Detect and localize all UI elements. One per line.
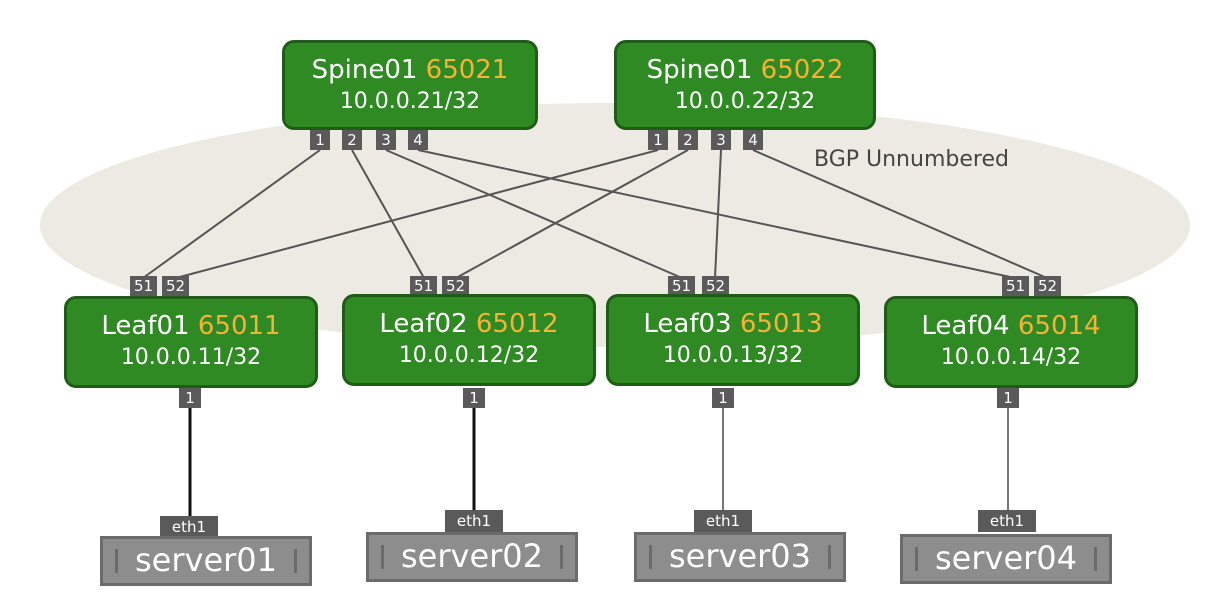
spine1-port-4: 4 xyxy=(408,130,428,150)
bgp-unnumbered-area xyxy=(40,103,1190,347)
link-spine1-p2-leaf2 xyxy=(351,149,425,279)
link-spine1-p3-leaf3 xyxy=(385,149,683,279)
leaf-ip: 10.0.0.14/32 xyxy=(940,345,1082,370)
leaf3-port-51: 51 xyxy=(668,276,695,296)
spine1-port-2: 2 xyxy=(342,130,362,150)
server-node-3[interactable]: server03 xyxy=(634,532,846,582)
leaf-title: Leaf02 65012 xyxy=(379,309,559,339)
spine2-port-2: 2 xyxy=(678,130,698,150)
spine-node-2[interactable]: Spine01 65022 10.0.0.22/32 xyxy=(614,40,876,130)
leaf-ip: 10.0.0.12/32 xyxy=(398,343,540,368)
leaf-asn: 65011 xyxy=(197,311,281,341)
leaf-asn: 65014 xyxy=(1017,311,1101,341)
spine1-port-1: 1 xyxy=(310,130,330,150)
leaf-node-1[interactable]: Leaf01 65011 10.0.0.11/32 xyxy=(64,296,318,388)
leaf4-port-51: 51 xyxy=(1002,276,1029,296)
server-node-4[interactable]: server04 xyxy=(900,534,1112,584)
leaf4-port-52: 52 xyxy=(1034,276,1061,296)
leaf-asn: 65013 xyxy=(739,309,823,339)
leaf-node-2[interactable]: Leaf02 65012 10.0.0.12/32 xyxy=(342,294,596,386)
leaf-node-3[interactable]: Leaf03 65013 10.0.0.13/32 xyxy=(606,294,860,386)
spine1-port-3: 3 xyxy=(376,130,396,150)
link-spine2-p1-leaf1 xyxy=(175,149,659,279)
spine-title: Spine01 65021 xyxy=(311,55,509,85)
spine-asn: 65021 xyxy=(425,55,509,85)
leaf-ip: 10.0.0.13/32 xyxy=(662,343,804,368)
spine-node-1[interactable]: Spine01 65021 10.0.0.21/32 xyxy=(282,40,538,130)
link-spine2-p2-leaf2 xyxy=(455,149,689,279)
server-node-2[interactable]: server02 xyxy=(366,532,578,582)
server4-port-eth1: eth1 xyxy=(978,510,1036,532)
spine-asn: 65022 xyxy=(760,55,844,85)
leaf2-port-51: 51 xyxy=(410,276,437,296)
server1-port-eth1: eth1 xyxy=(160,516,218,538)
leaf1-port-1: 1 xyxy=(179,388,201,408)
leaf4-port-1: 1 xyxy=(997,388,1019,408)
spine2-port-4: 4 xyxy=(743,130,763,150)
leaf-ip: 10.0.0.11/32 xyxy=(120,345,262,370)
leaf1-port-52: 52 xyxy=(162,276,189,296)
link-spine1-p1-leaf1 xyxy=(142,149,321,279)
leaf-title: Leaf04 65014 xyxy=(921,311,1101,341)
leaf-node-4[interactable]: Leaf04 65014 10.0.0.14/32 xyxy=(884,296,1138,388)
leaf-title: Leaf03 65013 xyxy=(643,309,823,339)
spine-title: Spine01 65022 xyxy=(646,55,844,85)
server2-port-eth1: eth1 xyxy=(445,510,503,532)
spine-ip: 10.0.0.22/32 xyxy=(674,89,816,114)
leaf3-port-52: 52 xyxy=(702,276,729,296)
bgp-unnumbered-label: BGP Unnumbered xyxy=(814,147,1009,172)
link-spine2-p3-leaf3 xyxy=(714,149,722,279)
leaf3-port-1: 1 xyxy=(712,388,734,408)
spine-ip: 10.0.0.21/32 xyxy=(339,89,481,114)
leaf2-port-1: 1 xyxy=(463,388,485,408)
leaf-title: Leaf01 65011 xyxy=(101,311,281,341)
link-spine2-p4-leaf4 xyxy=(752,149,1048,279)
spine2-port-3: 3 xyxy=(711,130,731,150)
spine2-port-1: 1 xyxy=(648,130,668,150)
leaf1-port-51: 51 xyxy=(130,276,157,296)
server3-port-eth1: eth1 xyxy=(694,510,752,532)
server-node-1[interactable]: server01 xyxy=(100,536,312,586)
link-spine1-p4-leaf4 xyxy=(417,149,1016,279)
leaf-asn: 65012 xyxy=(475,309,559,339)
leaf2-port-52: 52 xyxy=(442,276,469,296)
